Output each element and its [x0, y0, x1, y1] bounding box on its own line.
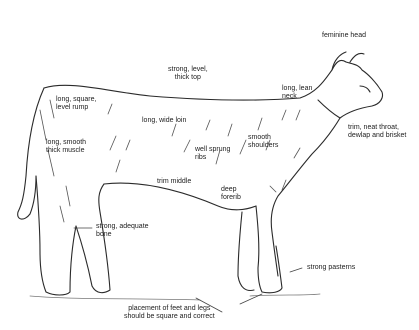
label-trim-middle: trim middle — [157, 178, 191, 186]
ground-line — [30, 294, 320, 300]
label-sprung-ribs: well sprung ribs — [195, 146, 230, 162]
label-adequate-bone: strong, adequate bone — [96, 223, 149, 239]
label-smooth-shoulders: smooth shoulders — [248, 134, 278, 150]
label-wide-loin: long, wide loin — [142, 117, 186, 125]
label-deep-forerib: deep forerib — [221, 186, 241, 202]
label-feet-and-legs: placement of feet and legs should be squ… — [124, 305, 215, 321]
label-thick-top: strong, level, thick top — [168, 66, 208, 82]
tail-outline — [18, 88, 44, 219]
label-trim-throat: trim, neat throat, dewlap and brisket — [348, 124, 406, 140]
pointer-pasterns — [290, 268, 302, 272]
label-thick-muscle: long, smooth thick muscle — [46, 139, 86, 155]
front-leg-outline — [238, 206, 282, 293]
label-strong-pasterns: strong pasterns — [307, 264, 355, 272]
label-feminine-head: feminine head — [322, 32, 366, 40]
label-lean-neck: long, lean neck — [282, 85, 312, 101]
label-level-rump: long, square, level rump — [56, 96, 96, 112]
body-outline — [44, 60, 383, 276]
